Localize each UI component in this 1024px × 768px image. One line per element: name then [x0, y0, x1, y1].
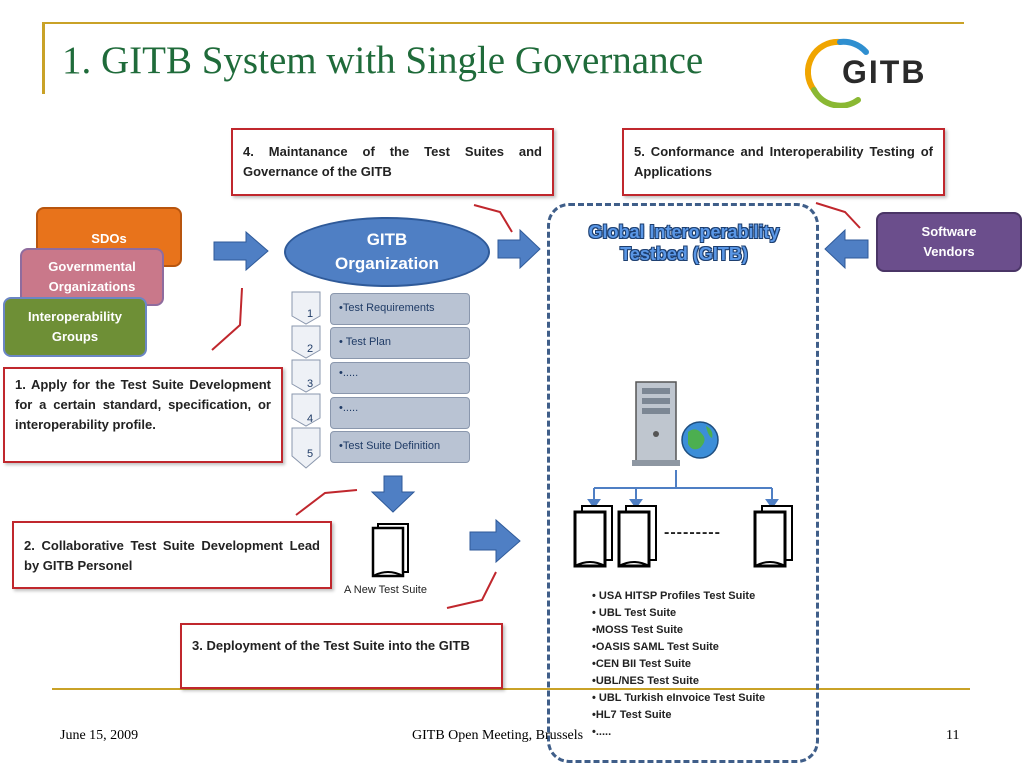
gov-label-2: Organizations [48, 279, 136, 294]
testbed-title-line-2: Testbed (GITB) [620, 244, 748, 264]
step-box-5: 5. Conformance and Interoperability Test… [622, 128, 945, 196]
bottom-rule [52, 688, 970, 690]
deployed-document-icon-1 [573, 505, 613, 568]
step-placeholder-3: •..... [330, 362, 470, 394]
step-number-2: 2 [306, 343, 314, 355]
suite-item: • UBL Test Suite [592, 607, 677, 619]
step-number-3: 3 [306, 378, 314, 390]
title-accent-bar [42, 22, 45, 94]
suite-item: •..... [592, 726, 612, 738]
arrow-suite-to-testbed [469, 518, 521, 564]
step-placeholder-4: •..... [330, 397, 470, 429]
connector-box3 [446, 571, 497, 609]
org-label-2: Organization [335, 254, 439, 273]
step-number-4: 4 [306, 413, 314, 425]
suite-item: •CEN BII Test Suite [592, 658, 691, 670]
suite-item: •OASIS SAML Test Suite [592, 641, 719, 653]
server-globe-icon [632, 381, 719, 466]
logo-text: GITB [842, 54, 927, 90]
connector-box1 [211, 287, 243, 351]
suite-item: • UBL Turkish eInvoice Test Suite [592, 692, 766, 704]
sdos-label: SDOs [91, 231, 127, 246]
suite-item: •HL7 Test Suite [592, 709, 672, 721]
testbed-title: Global Interoperability Testbed (GITB) [550, 221, 818, 265]
top-rule [42, 22, 964, 24]
interop-label-2: Groups [51, 329, 99, 344]
testbed-title-line-1: Global Interoperability [588, 222, 780, 242]
new-test-suite-label: A New Test Suite [344, 584, 427, 596]
step-box-3: 3. Deployment of the Test Suite into the… [180, 623, 503, 689]
step-box-4: 4. Maintanance of the Test Suites and Go… [231, 128, 554, 196]
step-test-requirements: •Test Requirements [330, 293, 470, 325]
step-number-1: 1 [306, 308, 314, 320]
gov-label-1: Governmental [48, 259, 136, 274]
ellipsis-dashes: --------- [664, 524, 721, 541]
step-box-2: 2. Collaborative Test Suite Development … [12, 521, 332, 589]
governmental-organizations-tag: Governmental Organizations [20, 248, 164, 306]
arrow-org-to-testbed [497, 228, 541, 270]
footer-title: GITB Open Meeting, Brussels [412, 728, 584, 743]
gitb-logo: GITB [800, 34, 960, 109]
footer-date: June 15, 2009 [60, 728, 139, 743]
step-test-suite-definition: •Test Suite Definition [330, 431, 470, 463]
gitb-testbed-frame [547, 203, 819, 763]
step-test-plan: • Test Plan [330, 327, 470, 359]
arrow-stakeholders-to-org [213, 230, 269, 272]
arrow-vendors-to-testbed [824, 228, 869, 270]
deployed-document-icon-3 [753, 505, 793, 568]
deployed-suite-documents [573, 505, 793, 568]
gitb-logo-mark [805, 38, 869, 109]
suite-item: •UBL/NES Test Suite [592, 675, 699, 687]
connector-box5 [815, 202, 861, 229]
step-box-1: 1. Apply for the Test Suite Development … [3, 367, 283, 463]
org-label-1: GITB [366, 230, 408, 249]
interoperability-groups-tag: Interoperability Groups [3, 297, 147, 357]
vendors-label-1: Software [921, 224, 977, 239]
software-vendors-tag: Software Vendors [876, 212, 1022, 272]
slide-title: 1. GITB System with Single Governance [62, 39, 704, 82]
arrow-steps-down [370, 475, 416, 513]
footer-page-number: 11 [946, 728, 960, 743]
gitb-organization: GITB Organization [284, 217, 490, 287]
deployed-document-icon-2 [617, 505, 657, 568]
connector-box2 [295, 489, 358, 516]
new-test-suite-document-icon [371, 523, 409, 578]
vendors-label-2: Vendors [923, 244, 975, 259]
connector-box4 [473, 204, 513, 233]
interop-label-1: Interoperability [28, 309, 122, 324]
step-chevrons [291, 291, 321, 469]
suite-item: •MOSS Test Suite [592, 624, 684, 636]
step-number-5: 5 [306, 448, 314, 460]
suite-item: • USA HITSP Profiles Test Suite [592, 590, 756, 602]
